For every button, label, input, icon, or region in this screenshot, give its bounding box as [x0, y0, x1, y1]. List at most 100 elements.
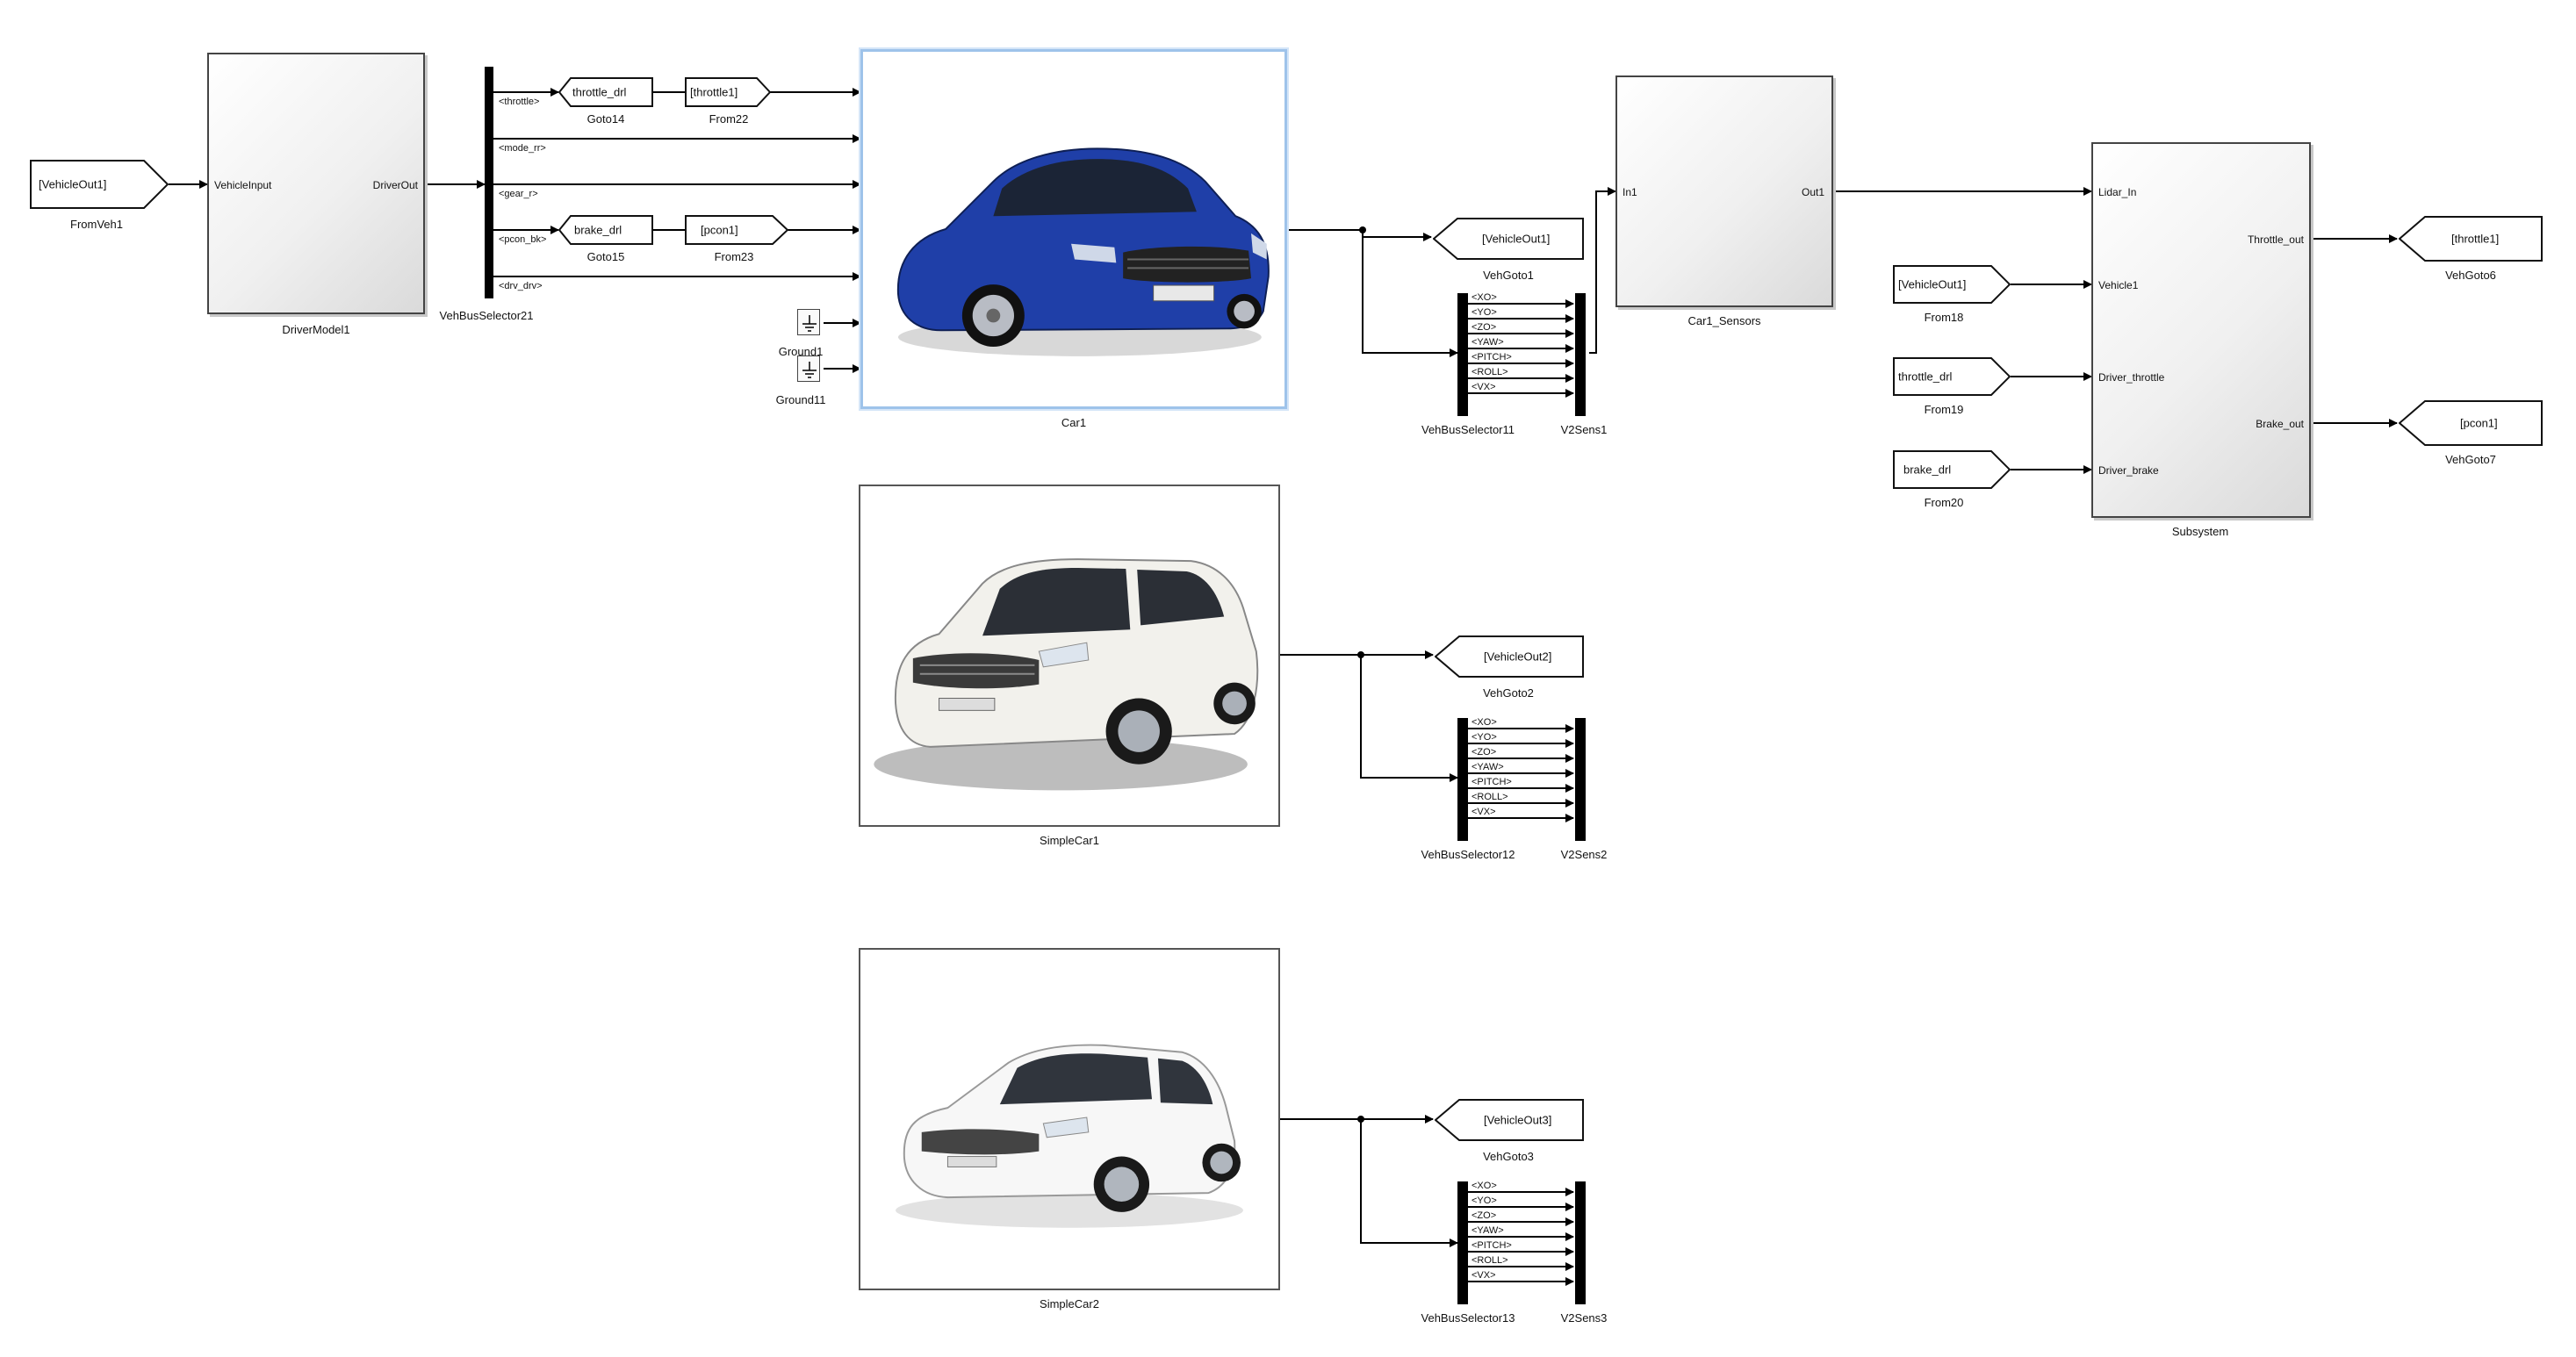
from20-label: From20 — [1924, 496, 1964, 509]
subsystem-out-throttle: Throttle_out — [2247, 233, 2304, 246]
from22-block[interactable]: [throttle1] — [685, 77, 771, 107]
v2sens3-bar[interactable] — [1575, 1181, 1586, 1304]
from22-tag: [throttle1] — [690, 85, 738, 99]
veh-goto3-block[interactable]: [VehicleOut3] — [1435, 1099, 1584, 1141]
bus-signal-label: <XO> — [1471, 717, 1497, 728]
simple-car1-block[interactable] — [859, 485, 1280, 827]
bus-signal-label: <YO> — [1471, 732, 1497, 743]
bus-signal-label: <ZO> — [1471, 747, 1497, 757]
car1-sensors-in-port: In1 — [1623, 186, 1637, 198]
car1-block[interactable] — [860, 49, 1287, 409]
bus21-signal-pcon: <pcon_bk> — [499, 234, 547, 245]
bus-selector-21-bar[interactable] — [485, 67, 493, 298]
from-tag-shape — [685, 215, 788, 245]
from18-tag: [VehicleOut1] — [1898, 277, 1967, 291]
driver-model-label: DriverModel1 — [282, 323, 350, 336]
veh-bus-selector-12-bar[interactable] — [1457, 718, 1468, 841]
from-veh1-label: FromVeh1 — [70, 218, 123, 231]
veh-bus-selector-13-bar[interactable] — [1457, 1181, 1468, 1304]
bus-signal-label: <ROLL> — [1471, 1255, 1508, 1266]
from-tag-shape — [685, 77, 771, 107]
from19-label: From19 — [1924, 403, 1964, 416]
bus-signal-label: <PITCH> — [1471, 1240, 1512, 1251]
from20-block[interactable]: brake_drl — [1893, 450, 2011, 489]
veh-goto1-block[interactable]: [VehicleOut1] — [1433, 218, 1584, 260]
subsystem-in-vehicle: Vehicle1 — [2098, 279, 2139, 291]
car1-sensors-block[interactable]: In1 Out1 — [1615, 75, 1833, 307]
from23-tag: [pcon1] — [701, 223, 738, 237]
subsystem-in-brake: Driver_brake — [2098, 464, 2159, 477]
v2sens2-bar[interactable] — [1575, 718, 1586, 841]
bus-selector-21-label: VehBusSelector21 — [439, 309, 534, 322]
driver-model-block[interactable]: VehicleInput DriverOut — [207, 53, 425, 314]
bus-signal-label: <ZO> — [1471, 1210, 1497, 1221]
goto-tag-shape — [1433, 218, 1584, 260]
car1-sedan-image — [896, 147, 1270, 356]
veh-bus-selector-13-label: VehBusSelector13 — [1421, 1311, 1515, 1325]
veh-goto1-tag: [VehicleOut1] — [1482, 232, 1551, 246]
subsystem-block[interactable]: Lidar_In Vehicle1 Driver_throttle Driver… — [2091, 142, 2311, 518]
goto14-block[interactable]: throttle_drl — [558, 77, 653, 107]
from23-block[interactable]: [pcon1] — [685, 215, 788, 245]
from-veh1-block[interactable]: [VehicleOut1] — [30, 160, 169, 209]
bus-signal-label: <YAW> — [1471, 337, 1504, 348]
simple-car1-suv-image — [874, 558, 1259, 791]
veh-goto6-tag: [throttle1] — [2451, 232, 2500, 246]
bus-signal-label: <ROLL> — [1471, 792, 1508, 802]
subsystem-in-lidar: Lidar_In — [2098, 186, 2137, 198]
from19-block[interactable]: throttle_drl — [1893, 357, 2011, 396]
veh-goto3-tag: [VehicleOut3] — [1484, 1113, 1552, 1127]
veh-goto7-tag: [pcon1] — [2460, 416, 2498, 430]
from-tag-shape — [1893, 357, 2011, 396]
veh-goto2-label: VehGoto2 — [1483, 686, 1534, 700]
bus-signal-label: <XO> — [1471, 292, 1497, 303]
goto-tag-shape — [1435, 635, 1584, 678]
veh-goto6-block[interactable]: [throttle1] — [2399, 216, 2543, 262]
v2sens2-label: V2Sens2 — [1560, 848, 1608, 861]
from-tag-shape — [1893, 450, 2011, 489]
simple-car2-block[interactable] — [859, 948, 1280, 1290]
v2sens1-bar[interactable] — [1575, 293, 1586, 416]
subsystem-out-brake: Brake_out — [2256, 418, 2304, 430]
bus21-signal-throttle: <throttle> — [499, 97, 540, 107]
goto-tag-shape — [2399, 400, 2543, 446]
bus-signal-label: <VX> — [1471, 382, 1496, 392]
bus-signal-label: <PITCH> — [1471, 777, 1512, 787]
veh-bus-selector-12-label: VehBusSelector12 — [1421, 848, 1515, 861]
driver-model-out-port: DriverOut — [372, 179, 418, 191]
from18-block[interactable]: [VehicleOut1] — [1893, 265, 2011, 304]
goto-tag-shape — [1435, 1099, 1584, 1141]
bus21-signal-gear: <gear_r> — [499, 189, 538, 199]
veh-goto1-label: VehGoto1 — [1483, 269, 1534, 282]
simple-car2-label: SimpleCar2 — [1040, 1297, 1099, 1310]
bus-signal-label: <YO> — [1471, 1195, 1497, 1206]
from-veh1-tag: [VehicleOut1] — [39, 177, 107, 191]
car1-sensors-label: Car1_Sensors — [1687, 314, 1761, 327]
goto-tag-shape — [558, 77, 653, 107]
subsystem-label: Subsystem — [2171, 525, 2229, 538]
from-tag-shape — [30, 160, 169, 209]
bus-signal-label: <PITCH> — [1471, 352, 1512, 363]
veh-bus-selector-11-bar[interactable] — [1457, 293, 1468, 416]
goto-tag-shape — [558, 215, 653, 245]
from18-label: From18 — [1924, 311, 1964, 324]
from-tag-shape — [1893, 265, 2011, 304]
from23-label: From23 — [714, 250, 754, 263]
ground1-label: Ground1 — [778, 345, 824, 358]
goto15-block[interactable]: brake_drl — [558, 215, 653, 245]
goto15-label: Goto15 — [586, 250, 625, 263]
ground1-block[interactable] — [797, 309, 820, 335]
veh-goto7-block[interactable]: [pcon1] — [2399, 400, 2543, 446]
from20-tag: brake_drl — [1903, 463, 1952, 477]
simple-car2-hatchback-image — [896, 1044, 1243, 1228]
veh-goto2-block[interactable]: [VehicleOut2] — [1435, 635, 1584, 678]
v2sens1-label: V2Sens1 — [1560, 423, 1608, 436]
veh-goto7-label: VehGoto7 — [2445, 453, 2496, 466]
from19-tag: throttle_drl — [1898, 370, 1953, 384]
ground11-block[interactable] — [797, 355, 820, 382]
subsystem-in-throttle: Driver_throttle — [2098, 371, 2165, 384]
goto14-tag: throttle_drl — [572, 85, 627, 99]
goto-tag-shape — [2399, 216, 2543, 262]
